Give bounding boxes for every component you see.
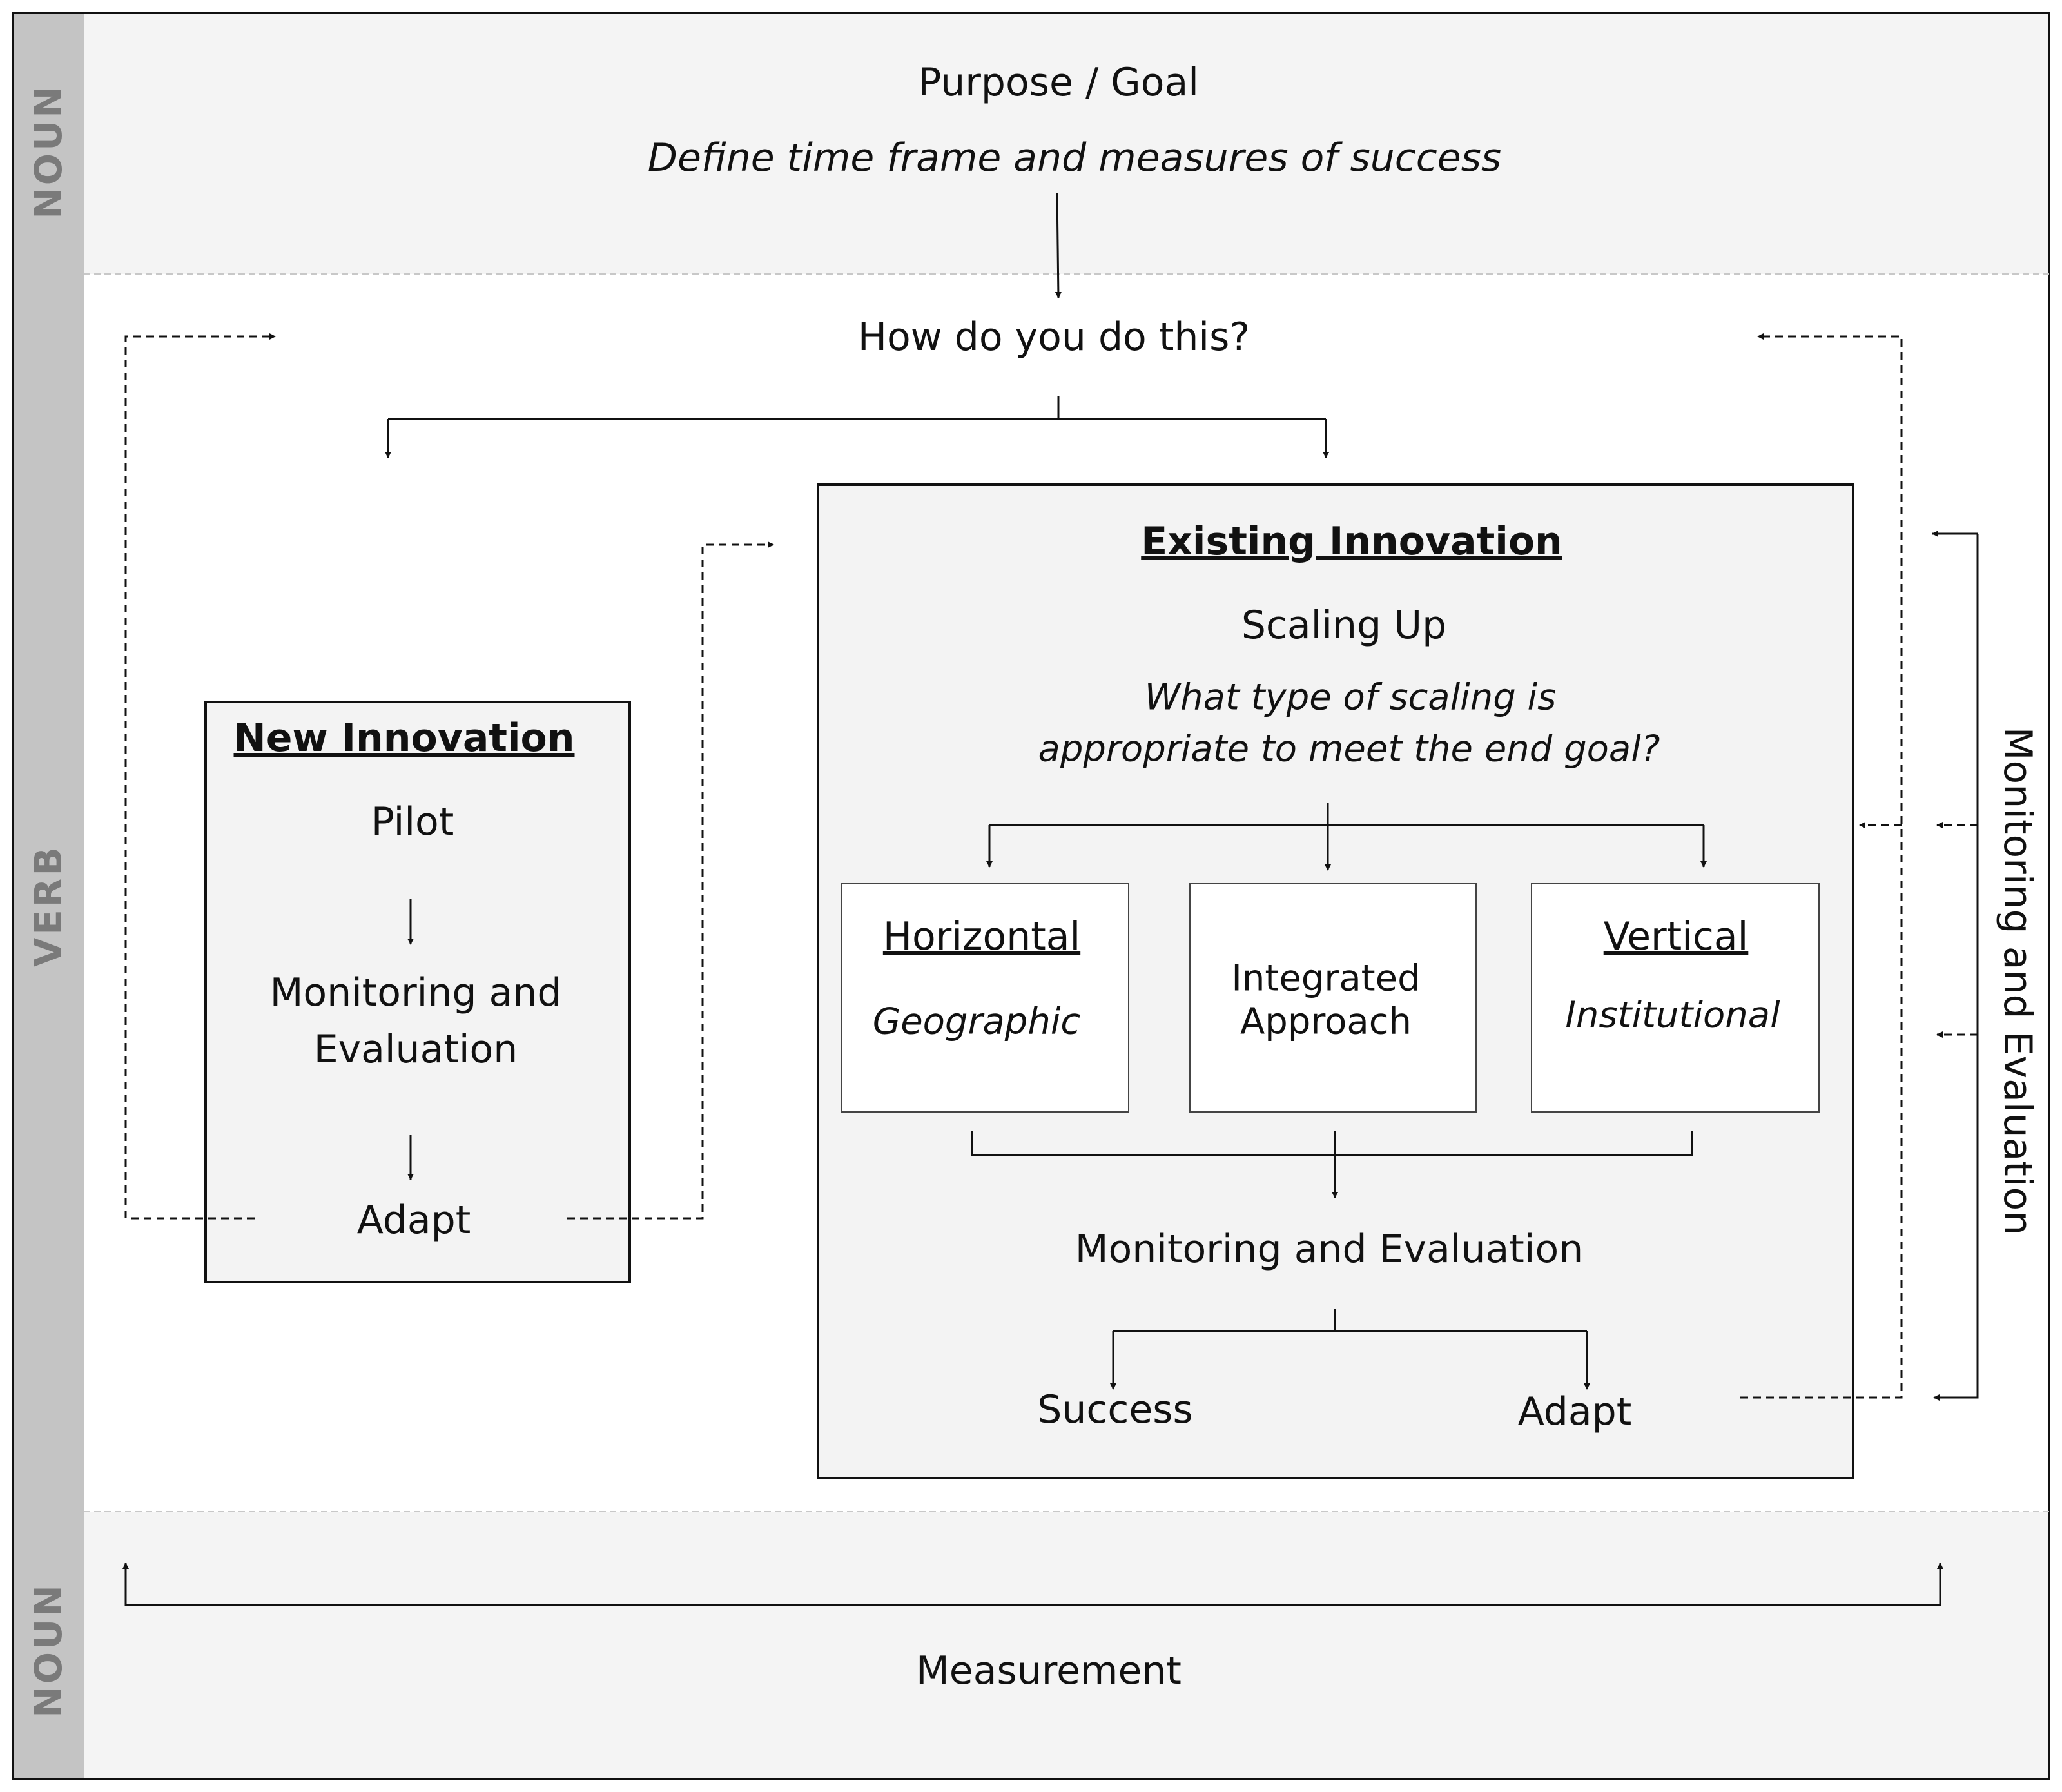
scaling-up-label: Scaling Up [1241, 603, 1447, 648]
scaling-question-line1: What type of scaling is [1144, 676, 1557, 719]
measurement-label: Measurement [916, 1648, 1182, 1693]
integrated-line2: Approach [1240, 1000, 1412, 1043]
new-innovation-title: New Innovation [233, 716, 575, 761]
how-question: How do you do this? [857, 315, 1250, 360]
outer-frame [12, 12, 2050, 1780]
right-monitoring-label: Monitoring and Evaluation [1995, 726, 2040, 1236]
vertical-box [1531, 883, 1820, 1113]
existing-adapt-label: Adapt [1517, 1389, 1632, 1434]
existing-innovation-title: Existing Innovation [1141, 519, 1562, 564]
horizontal-box [841, 883, 1129, 1113]
merge-line [971, 1131, 1693, 1156]
new-adapt-label: Adapt [356, 1198, 471, 1243]
integrated-line1: Integrated [1231, 957, 1421, 1000]
bottom-band [84, 1512, 2049, 1779]
bracket-bottom-arrow [1933, 534, 1979, 1401]
purpose-goal-title: Purpose / Goal [918, 60, 1199, 105]
vertical-title: Vertical [1603, 914, 1749, 959]
existing-monitoring-label: Monitoring and Evaluation [1075, 1227, 1584, 1272]
success-label: Success [1037, 1387, 1193, 1432]
top-band [84, 13, 2049, 274]
integrated-box [1189, 883, 1477, 1113]
scaling-question-line2: appropriate to meet the end goal? [1038, 728, 1660, 770]
new-monitoring-line1: Monitoring and [269, 970, 562, 1015]
goal-arrow [1055, 193, 1062, 298]
purpose-goal-subtitle: Define time frame and measures of succes… [647, 135, 1502, 180]
adapt-to-existing-dashed [567, 541, 774, 1220]
horizontal-title: Horizontal [882, 914, 1081, 959]
horizontal-subtitle: Geographic [872, 1000, 1081, 1043]
pilot-label: Pilot [371, 799, 454, 844]
right-loop-dashed [1740, 333, 1903, 1399]
vertical-subtitle: Institutional [1565, 994, 1780, 1037]
new-innovation-box [204, 701, 631, 1283]
measurement-bracket [124, 1563, 1941, 1606]
new-monitoring-line2: Evaluation [313, 1027, 518, 1072]
left-loop-dashed [124, 333, 276, 1220]
side-bar [13, 13, 84, 1779]
